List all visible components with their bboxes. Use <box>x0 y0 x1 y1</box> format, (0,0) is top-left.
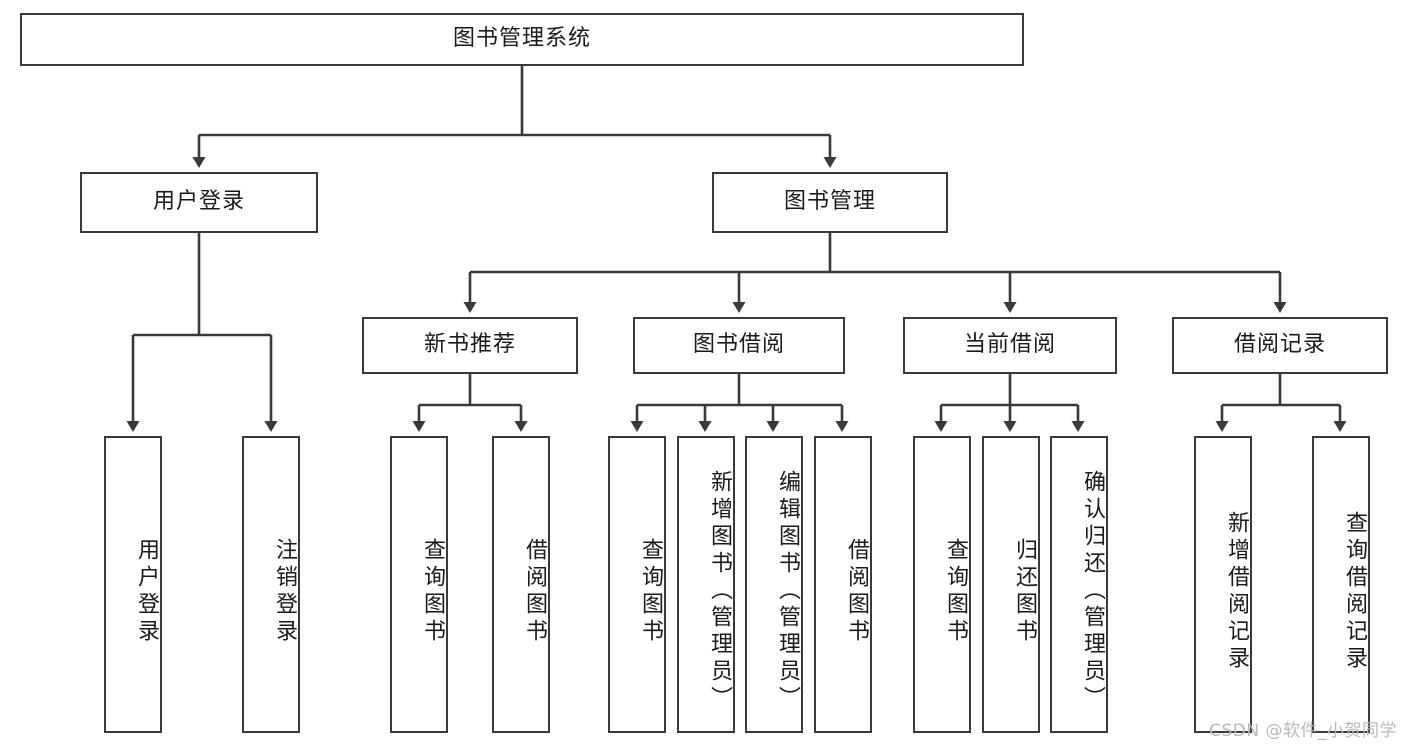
node-book-management-label: 图书管理 <box>783 189 876 215</box>
leaf-nb-query-book[interactable]: 查询图书 <box>390 436 448 733</box>
leaf-cb-query-book-label: 查询图书 <box>943 537 968 646</box>
node-book-management[interactable]: 图书管理 <box>712 172 948 233</box>
leaf-cb-return-book-label: 归还图书 <box>1012 537 1037 646</box>
leaf-br-query-record-label: 查询借阅记录 <box>1342 510 1367 673</box>
leaf-user-login[interactable]: 用户登录 <box>104 436 162 733</box>
leaf-bb-borrow-book[interactable]: 借阅图书 <box>814 436 872 733</box>
node-root-label: 图书管理系统 <box>452 26 591 52</box>
node-root-system[interactable]: 图书管理系统 <box>20 13 1024 66</box>
leaf-br-add-record[interactable]: 新增借阅记录 <box>1194 436 1252 733</box>
leaf-user-login-label: 用户登录 <box>134 537 159 646</box>
leaf-bb-edit-book[interactable]: 编辑图书（管理员） <box>745 436 803 733</box>
node-borrow-record[interactable]: 借阅记录 <box>1172 317 1388 374</box>
node-book-borrow-label: 图书借阅 <box>692 332 785 358</box>
leaf-nb-query-book-label: 查询图书 <box>420 537 445 646</box>
leaf-cb-confirm-return-label: 确认归还（管理员） <box>1080 470 1105 713</box>
node-user-login[interactable]: 用户登录 <box>80 172 318 233</box>
leaf-cb-confirm-return[interactable]: 确认归还（管理员） <box>1050 436 1108 733</box>
leaf-bb-query-book[interactable]: 查询图书 <box>608 436 666 733</box>
leaf-nb-borrow-book[interactable]: 借阅图书 <box>492 436 550 733</box>
leaf-logout[interactable]: 注销登录 <box>242 436 300 733</box>
node-borrow-record-label: 借阅记录 <box>1233 332 1326 358</box>
leaf-bb-borrow-book-label: 借阅图书 <box>844 537 869 646</box>
csdn-watermark: CSDN @软件_小贺同学 <box>1209 721 1397 741</box>
leaf-bb-edit-book-label: 编辑图书（管理员） <box>775 470 800 713</box>
leaf-bb-add-book[interactable]: 新增图书（管理员） <box>677 436 735 733</box>
leaf-cb-query-book[interactable]: 查询图书 <box>913 436 971 733</box>
leaf-bb-add-book-label: 新增图书（管理员） <box>707 470 732 713</box>
leaf-logout-label: 注销登录 <box>272 537 297 646</box>
leaf-bb-query-book-label: 查询图书 <box>638 537 663 646</box>
node-new-book-recommend[interactable]: 新书推荐 <box>362 317 578 374</box>
leaf-br-query-record[interactable]: 查询借阅记录 <box>1312 436 1370 733</box>
leaf-br-add-record-label: 新增借阅记录 <box>1224 510 1249 673</box>
node-user-login-label: 用户登录 <box>152 189 245 215</box>
node-book-borrow[interactable]: 图书借阅 <box>633 317 845 374</box>
leaf-nb-borrow-book-label: 借阅图书 <box>522 537 547 646</box>
node-new-book-recommend-label: 新书推荐 <box>423 332 516 358</box>
node-current-borrow-label: 当前借阅 <box>963 332 1056 358</box>
leaf-cb-return-book[interactable]: 归还图书 <box>982 436 1040 733</box>
node-current-borrow[interactable]: 当前借阅 <box>903 317 1117 374</box>
